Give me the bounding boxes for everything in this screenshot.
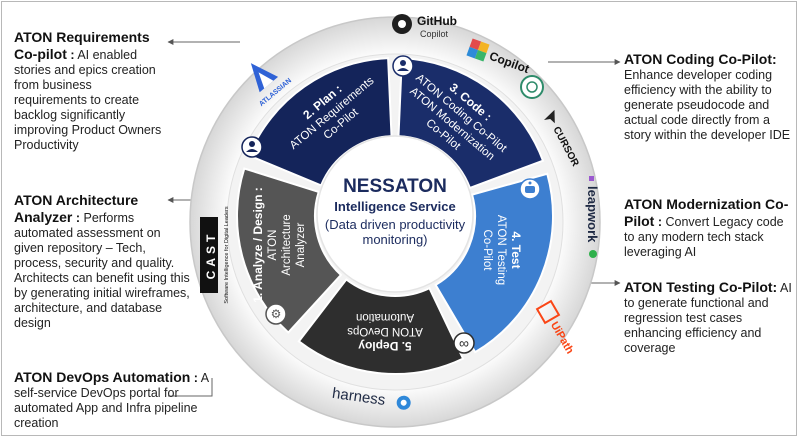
- modernization-sep: :: [654, 215, 662, 229]
- bot-icon: [519, 178, 541, 200]
- segment-deploy: [297, 278, 465, 375]
- architecture-desc: Performs automated assessment on given r…: [14, 211, 190, 330]
- leapwork-label: leapwork: [585, 186, 600, 243]
- requirements-desc: AI enabled stories and epics creation fr…: [14, 48, 162, 152]
- analyze-label: 1. Analyze / Design : ATON Architecture …: [251, 187, 307, 303]
- analyze-line-3: Analyzer: [295, 222, 307, 267]
- requirements-block: ATON Requirements Co-pilot : AI enabled …: [14, 29, 164, 153]
- coding-sep: :: [772, 51, 777, 67]
- testing-sep: :: [772, 279, 778, 295]
- center-service: Intelligence Service: [334, 199, 455, 214]
- coding-title: ATON Coding Co-Pilot: [624, 51, 773, 67]
- architecture-title: ATON Architecture Analyzer: [14, 192, 139, 225]
- coding-block: ATON Coding Co-Pilot: Enhance developer …: [624, 51, 794, 143]
- modernization-desc: Convert Legacy code to any modern tech s…: [624, 215, 784, 259]
- cast-logo: CAST Software Intelligence for Digital L…: [200, 206, 230, 304]
- github-sub-label: Copilot: [420, 29, 449, 39]
- chatgpt-icon: [520, 75, 544, 99]
- center-tagline-1: (Data driven productivity: [325, 217, 466, 232]
- copilot-icon: [469, 38, 482, 50]
- requirements-sep: :: [66, 48, 75, 62]
- svg-text:∞: ∞: [459, 335, 469, 351]
- leapwork-logo: leapwork: [585, 176, 600, 258]
- cast-sub-label: Software Intelligence for Digital Leader…: [224, 206, 230, 303]
- cursor-icon: [543, 109, 555, 124]
- cast-icon: [200, 217, 218, 293]
- github-copilot-logo: GitHub Copilot: [392, 14, 457, 39]
- deploy-line-1: ATON DevOps: [347, 325, 423, 337]
- gear-icon: ⚙: [265, 303, 287, 325]
- modernization-block: ATON Modernization Co-Pilot : Convert Le…: [624, 196, 794, 260]
- requirements-title: ATON Requirements Co-pilot: [14, 29, 150, 62]
- svg-text:⚙: ⚙: [271, 307, 282, 321]
- uipath-icon: [535, 299, 561, 325]
- github-label: GitHub: [417, 14, 457, 28]
- analyze-step: 1. Analyze / Design :: [251, 187, 265, 303]
- center-tagline-2: monitoring): [362, 232, 427, 247]
- connector-devops: [168, 378, 213, 397]
- user-icon: [392, 55, 414, 77]
- leapwork-icon: [589, 176, 594, 181]
- architecture-sep: :: [72, 211, 80, 225]
- devops-block: ATON DevOps Automation : A self-service …: [14, 369, 214, 431]
- test-step: 4. Test: [509, 231, 523, 268]
- testing-block: ATON Testing Co-Pilot: AI to generate fu…: [624, 279, 794, 356]
- segment-analyze: [236, 167, 343, 334]
- segments: [236, 57, 554, 375]
- modernization-title: ATON Modernization Co-Pilot: [624, 196, 789, 229]
- coding-desc: Enhance developer coding efficiency with…: [624, 68, 791, 142]
- infinity-icon: ∞: [453, 332, 475, 354]
- test-label: 4. Test ATON Testing Co-Pilot: [481, 215, 523, 285]
- deploy-label: 5. Deploy ATON DevOps Automation: [347, 311, 423, 353]
- cast-label: CAST: [204, 231, 218, 280]
- devops-title: ATON DevOps Automation: [14, 369, 191, 385]
- center-hub: [316, 135, 474, 293]
- devops-sep: :: [190, 371, 198, 385]
- architecture-block: ATON Architecture Analyzer : Performs au…: [14, 192, 192, 331]
- center-brand: NESSATON: [343, 176, 447, 197]
- devops-desc: A self-service DevOps portal for automat…: [14, 371, 209, 430]
- testing-desc: AI to generate functional and regression…: [624, 281, 792, 355]
- chatgpt-logo: [520, 75, 544, 99]
- deploy-line-2: Automation: [356, 311, 414, 323]
- analyze-line-1: ATON: [267, 230, 279, 261]
- segment-icons: ∞ ⚙: [241, 55, 541, 354]
- analyze-line-2: Architecture: [281, 214, 293, 275]
- testing-title: ATON Testing Co-Pilot: [624, 279, 773, 295]
- segment-test: [434, 172, 554, 354]
- user-icon: [241, 136, 263, 158]
- test-line-1: ATON Testing: [495, 215, 507, 285]
- deploy-step: 5. Deploy: [358, 339, 412, 353]
- test-line-2: Co-Pilot: [481, 230, 493, 272]
